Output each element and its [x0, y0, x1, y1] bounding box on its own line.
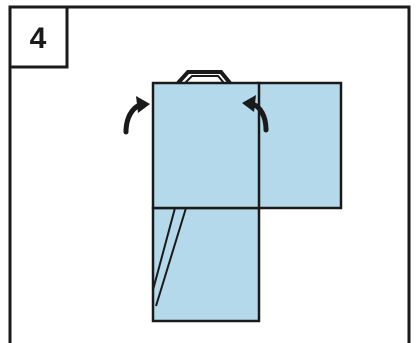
lower-panel	[153, 208, 259, 321]
step-badge: 4	[10, 7, 67, 67]
main-panel	[153, 83, 259, 208]
step-number: 4	[30, 22, 47, 55]
hanger-handle	[178, 72, 230, 83]
right-flap	[258, 83, 341, 208]
curved-arrow-up-icon	[126, 96, 150, 132]
